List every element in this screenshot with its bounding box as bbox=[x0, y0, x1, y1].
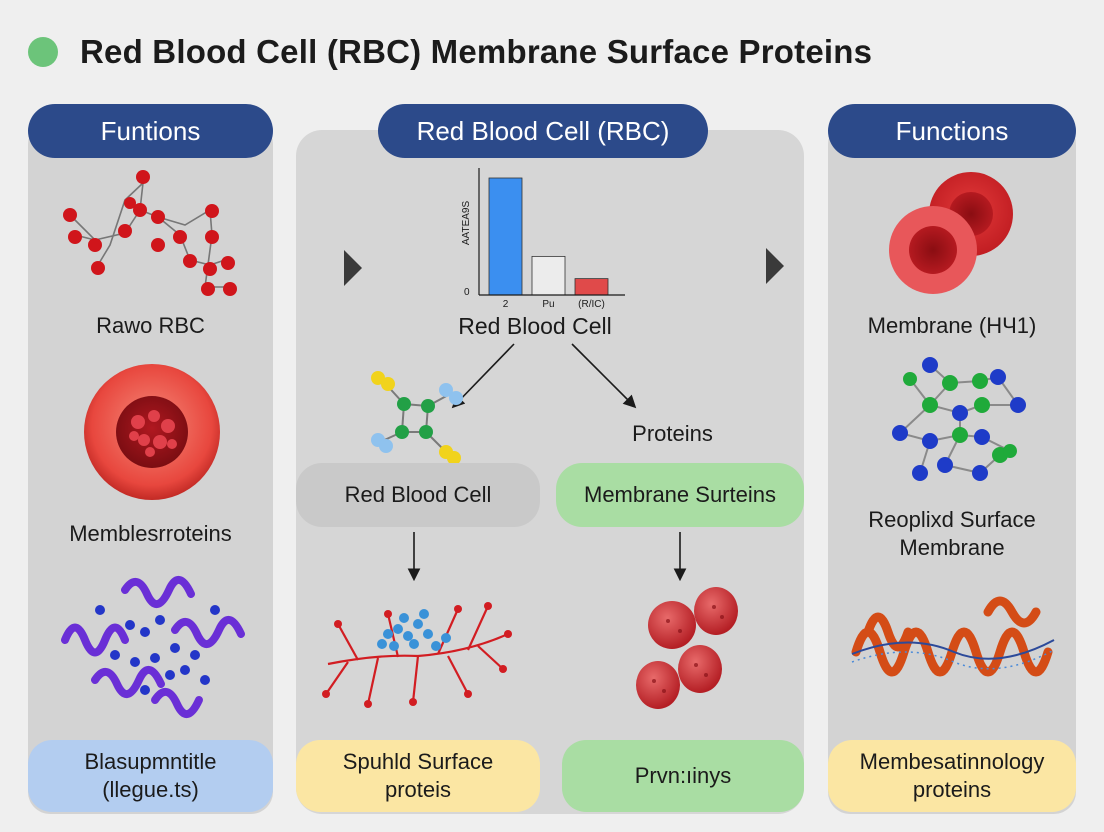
left-bottom-line-1: Blasupmntitle bbox=[84, 749, 217, 774]
right-bottom-line-1: Membesatinnology bbox=[859, 749, 1045, 774]
molecule-yellow-green-icon bbox=[371, 371, 463, 465]
right-item-2-label: Reoplixd Surface Membrane bbox=[828, 506, 1076, 562]
red-blood-cell-cutaway-icon bbox=[84, 364, 220, 500]
right-item-2-line-2: Membrane bbox=[899, 535, 1005, 560]
red-blood-cells-pair-icon bbox=[889, 172, 1013, 294]
middle-pill-membrane-surteins: Membrane Surteins bbox=[556, 463, 804, 527]
chart-x-tick-0: 2 bbox=[503, 299, 509, 310]
left-bottom-label-box: Blasupmntitle (llegue.ts) bbox=[28, 740, 273, 812]
left-item-2-label: Memblesrroteins bbox=[69, 521, 232, 546]
bar-chart: AATEA9S 0 2 Pu (R/IC) bbox=[461, 168, 625, 310]
left-column-header: Funtions bbox=[28, 104, 273, 158]
molecule-network-red-icon bbox=[63, 170, 237, 296]
chart-x-tick-2: (R/IC) bbox=[578, 299, 605, 310]
right-item-2-line-1: Reoplixd Surface bbox=[868, 507, 1036, 532]
title-bullet-icon bbox=[28, 37, 58, 67]
right-bottom-label-box: Membesatinnology proteins bbox=[828, 740, 1076, 812]
right-bottom-line-2: proteins bbox=[912, 777, 992, 802]
neuron-protein-red-blue-icon bbox=[322, 602, 512, 708]
chart-y-axis-label: AATEA9S bbox=[461, 201, 472, 246]
middle-pill-red-blood-cell: Red Blood Cell bbox=[296, 463, 540, 527]
middle-bottom-left-line-2: proteis bbox=[384, 777, 452, 802]
right-item-1-label: Membrane (HЧ1) bbox=[867, 313, 1037, 338]
chart-y-tick-zero: 0 bbox=[464, 287, 470, 298]
red-cell-cluster-icon bbox=[636, 587, 738, 709]
chart-x-tick-1: Pu bbox=[542, 299, 554, 310]
right-column-header: Functions bbox=[828, 104, 1076, 158]
middle-bottom-left-line-1: Spuhld Surface bbox=[342, 749, 494, 774]
left-pointer-arrow-icon bbox=[344, 250, 362, 286]
down-arrow-left bbox=[407, 532, 421, 582]
chart-bar-0 bbox=[488, 177, 523, 296]
middle-bottom-right-box: Prvn:ıinys bbox=[562, 740, 804, 812]
chart-bar-1 bbox=[531, 255, 566, 296]
down-arrow-right bbox=[673, 532, 687, 582]
chart-bar-2 bbox=[574, 278, 609, 296]
left-item-1-label: Rawo RBC bbox=[96, 313, 205, 338]
chart-caption: Red Blood Cell bbox=[458, 313, 612, 339]
molecule-network-blue-green-icon bbox=[892, 357, 1026, 481]
middle-column-header: Red Blood Cell (RBC) bbox=[378, 104, 708, 158]
flow-arrows bbox=[451, 343, 637, 409]
page-title: Red Blood Cell (RBC) Membrane Surface Pr… bbox=[80, 33, 873, 70]
middle-bottom-left-box: Spuhld Surface proteis bbox=[296, 740, 540, 812]
protein-coil-purple-icon bbox=[61, 576, 245, 718]
title-row: Red Blood Cell (RBC) Membrane Surface Pr… bbox=[28, 28, 872, 76]
right-pointer-arrow-icon bbox=[766, 248, 784, 284]
proteins-label: Proteins bbox=[632, 421, 713, 446]
left-bottom-line-2: (llegue.ts) bbox=[102, 777, 199, 802]
protein-helix-orange-icon bbox=[851, 596, 1055, 677]
